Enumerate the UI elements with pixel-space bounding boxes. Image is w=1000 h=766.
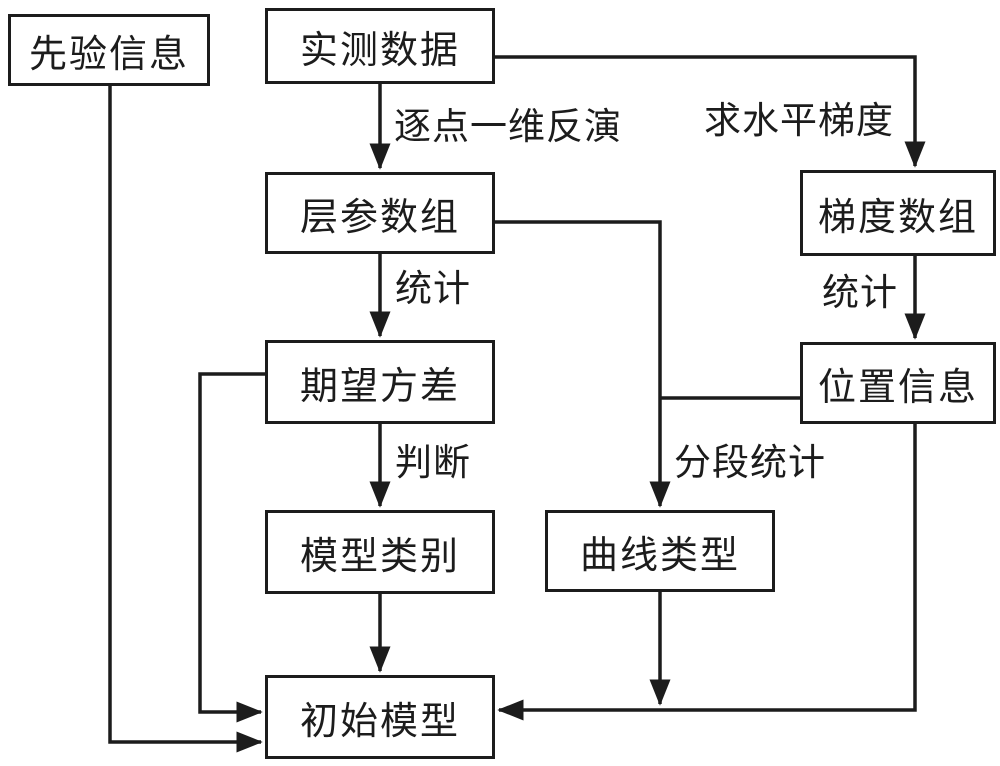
edge-label-segmented-statistics: 分段统计 bbox=[672, 441, 828, 485]
node-initial-model-label: 初始模型 bbox=[299, 698, 460, 743]
node-model-category-label: 模型类别 bbox=[299, 533, 460, 578]
node-position-info: 位置信息 bbox=[800, 342, 996, 424]
node-gradient-array-label: 梯度数组 bbox=[817, 194, 978, 239]
edge-expectation-variance-to-initial-model bbox=[198, 372, 265, 723]
node-prior-info: 先验信息 bbox=[8, 14, 210, 86]
node-prior-info-label: 先验信息 bbox=[28, 31, 189, 76]
edge-layer-params-to-curve-type bbox=[495, 220, 671, 508]
edge-position-info-to-initial-model bbox=[497, 424, 917, 721]
node-initial-model: 初始模型 bbox=[265, 675, 495, 759]
edge-label-horizontal-gradient: 求水平梯度 bbox=[702, 99, 896, 143]
node-measured-data-label: 实测数据 bbox=[299, 27, 460, 72]
edge-label-judgment: 判断 bbox=[393, 441, 473, 485]
node-gradient-array: 梯度数组 bbox=[800, 170, 996, 256]
node-curve-type-label: 曲线类型 bbox=[579, 532, 740, 577]
node-curve-type: 曲线类型 bbox=[545, 510, 775, 592]
node-layer-params-label: 层参数组 bbox=[299, 194, 460, 239]
node-model-category: 模型类别 bbox=[265, 510, 495, 594]
edge-label-statistics-right: 统计 bbox=[820, 271, 900, 315]
edge-label-pointwise-inversion: 逐点一维反演 bbox=[392, 105, 624, 149]
node-expectation-variance-label: 期望方差 bbox=[299, 363, 460, 408]
node-position-info-label: 位置信息 bbox=[817, 364, 978, 409]
edge-label-statistics-left: 统计 bbox=[393, 267, 473, 311]
node-measured-data: 实测数据 bbox=[265, 8, 495, 84]
node-expectation-variance: 期望方差 bbox=[265, 340, 495, 424]
edge-prior-to-initial-model bbox=[108, 86, 263, 753]
edge-measured-to-gradient-array bbox=[495, 55, 926, 168]
node-layer-params: 层参数组 bbox=[265, 172, 495, 254]
